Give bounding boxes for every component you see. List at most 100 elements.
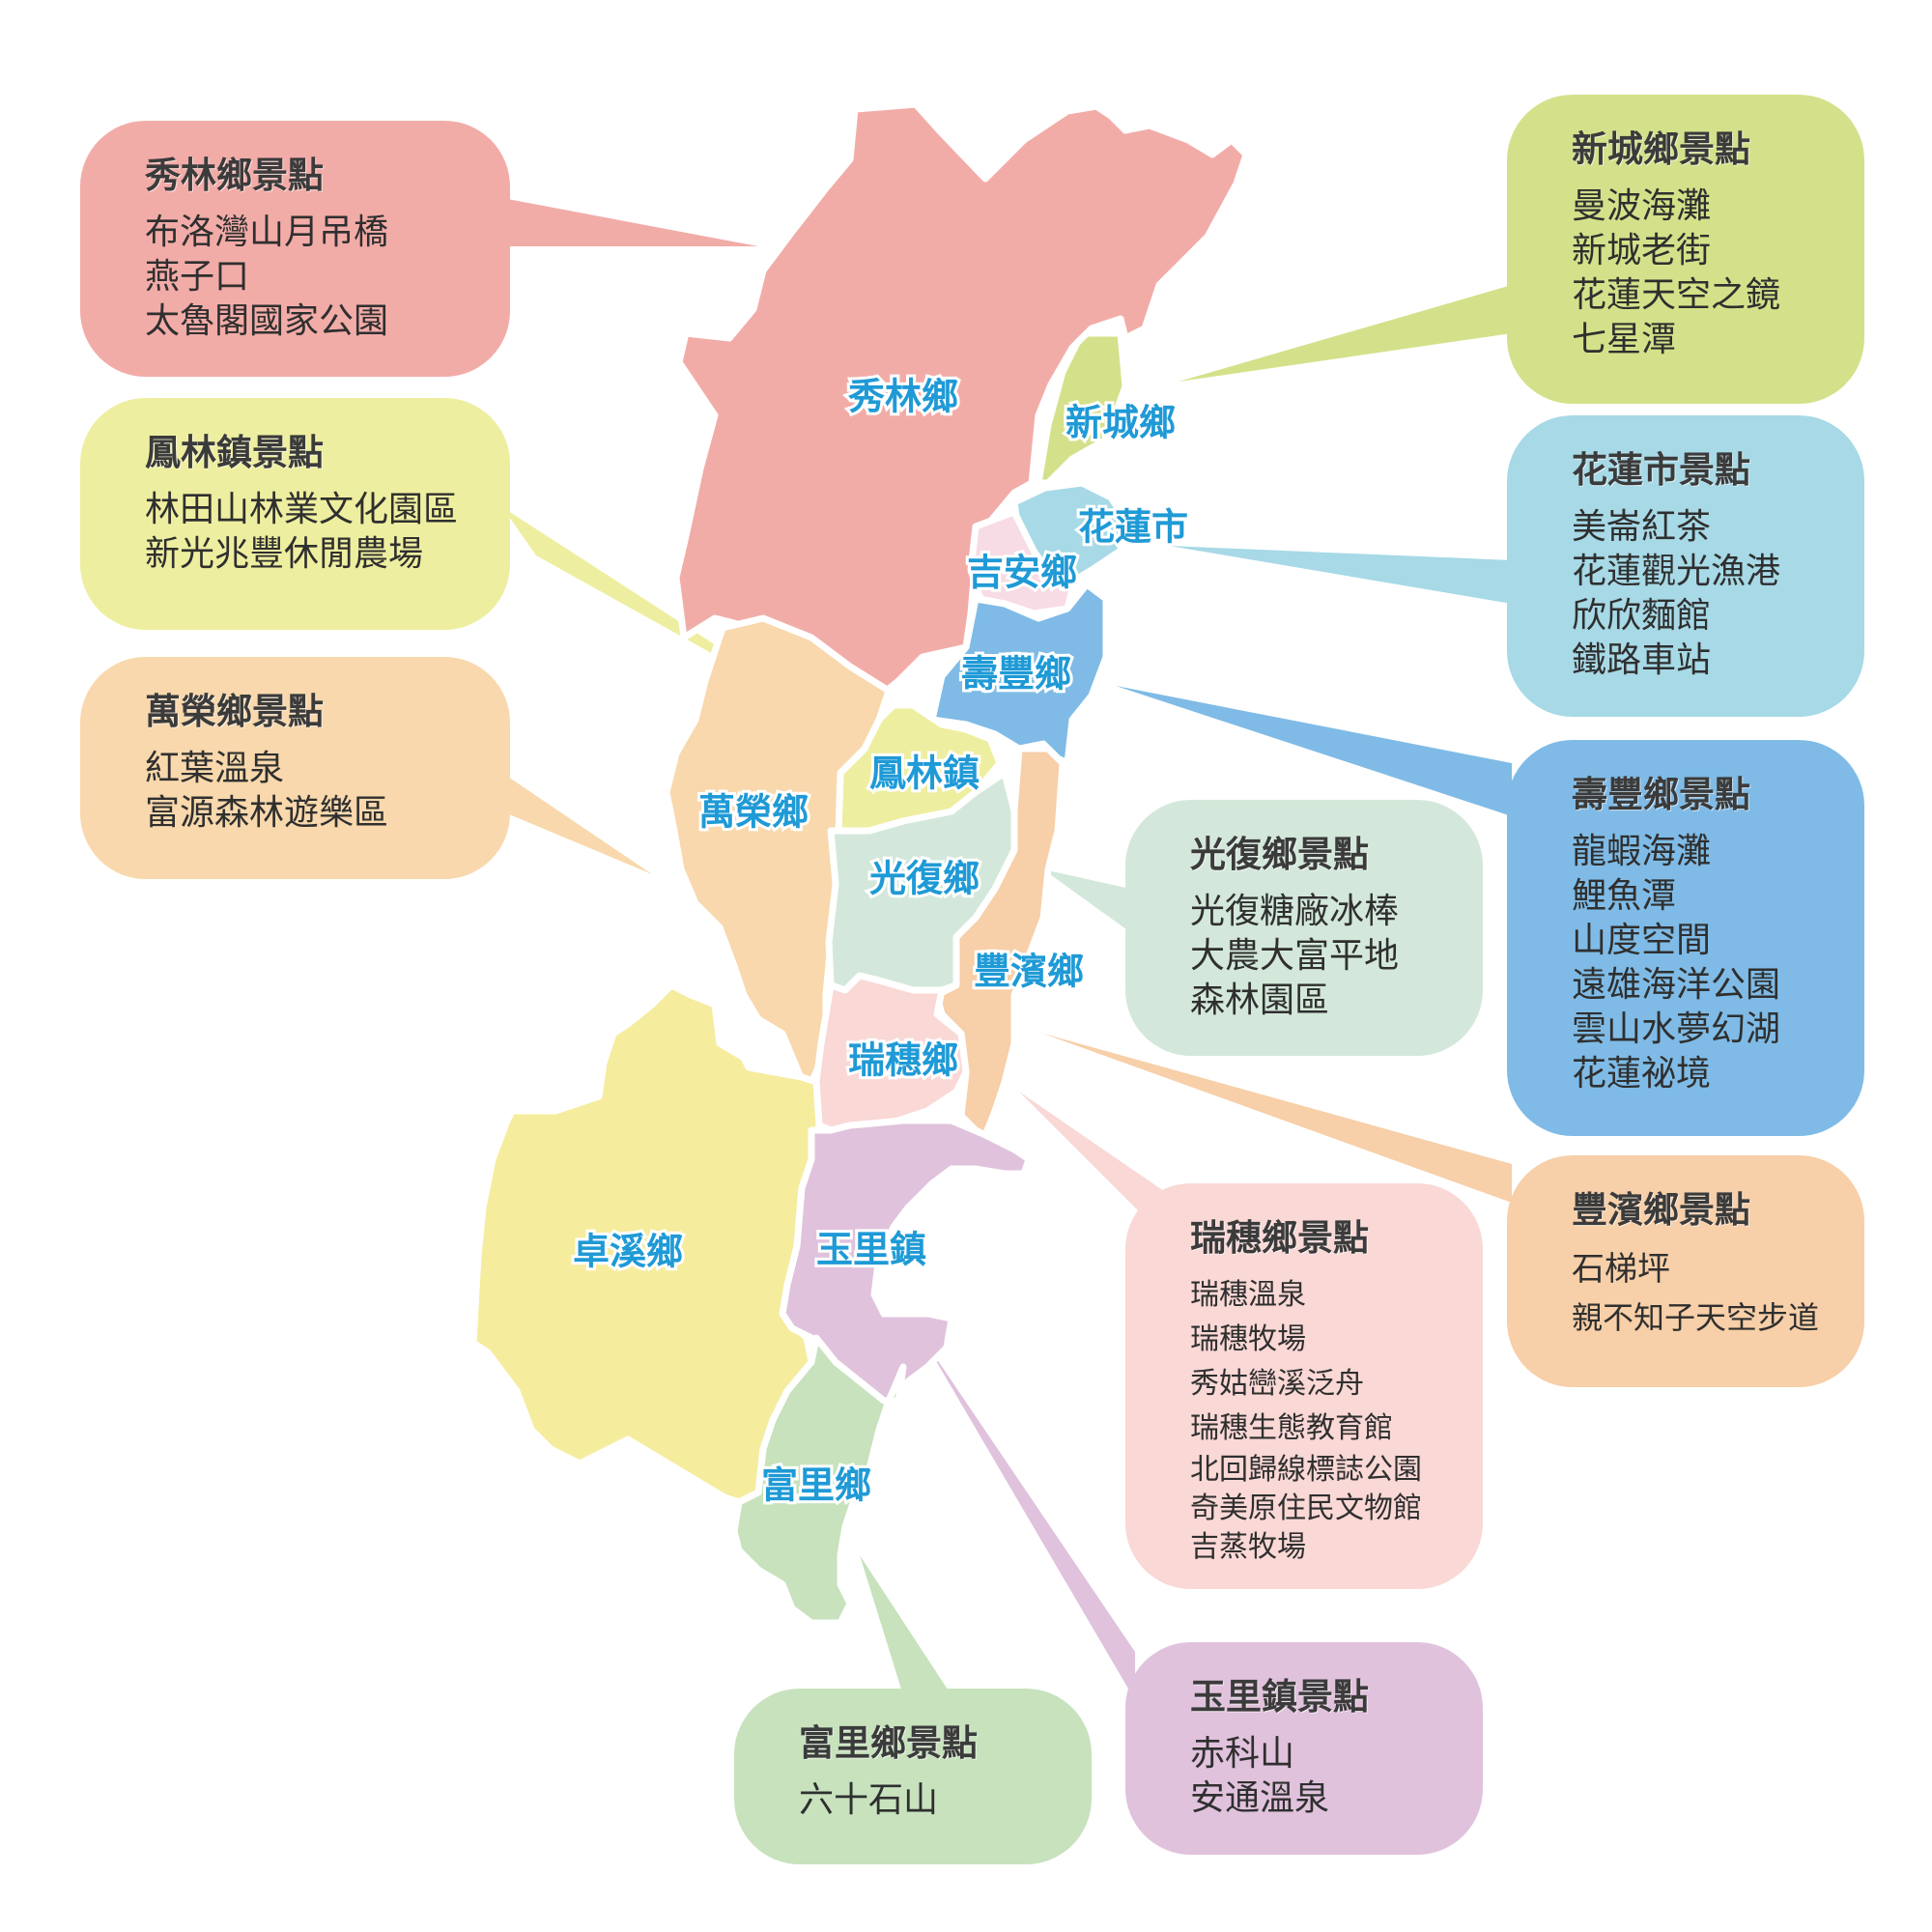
label-fengbin: 豐濱鄉 [974,951,1084,993]
pointer-fengbin [1043,1034,1512,1203]
pointer-guangfu [1043,869,1130,932]
attraction-item: 林田山林業文化園區 [145,490,459,529]
bubble-title: 富里鄉景點 [799,1722,978,1764]
pointer-xincheng [1179,285,1512,382]
bubble-title: 瑞穗鄉景點 [1190,1217,1369,1259]
attraction-item: 鯉魚潭 [1572,876,1677,916]
attraction-item: 太魯閣國家公園 [145,301,389,341]
bubble-fenglin: 鳳林鎮景點 林田山林業文化園區 新光兆豐休閒農場 [80,398,510,630]
bubble-title: 新城鄉景點 [1572,128,1750,170]
region-labels: 秀林鄉 新城鄉 花蓮市 吉安鄉 壽豐鄉 鳳林鎮 萬榮鄉 光復鄉 豐濱鄉 瑞穗鄉 … [570,373,1191,1510]
attraction-item: 石梯坪 [1572,1250,1670,1289]
attraction-list: 石梯坪 親不知子天空步道 [1572,1245,1864,1342]
attraction-item: 新城老街 [1572,231,1712,270]
attraction-list: 紅葉溫泉 富源森林遊樂區 [145,747,510,836]
label-guangfu: 光復鄉 [869,858,980,900]
attraction-item: 花蓮祕境 [1572,1054,1712,1094]
bubble-fuli: 富里鄉景點 六十石山 [734,1689,1092,1864]
attraction-item: 奇美原住民文物館 [1190,1492,1422,1525]
attraction-list: 光復糖廠冰棒 大農大富平地 森林園區 [1190,890,1483,1023]
bubble-shoufeng: 壽豐鄉景點 龍蝦海灘 鯉魚潭 山度空間 遠雄海洋公園 雲山水夢幻湖 花蓮祕境 [1507,740,1864,1136]
region-yuli [779,1117,1033,1405]
pointer-hualien-city [1169,546,1512,604]
attraction-item: 美崙紅茶 [1572,507,1712,547]
attraction-item: 雲山水夢幻湖 [1572,1009,1781,1049]
attraction-item: 安通溫泉 [1190,1778,1330,1818]
attraction-item: 花蓮觀光漁港 [1572,552,1781,591]
attraction-item: 鐵路車站 [1572,640,1712,680]
attraction-item: 吉蒸牧場 [1190,1530,1306,1564]
attraction-item: 燕子口 [145,257,250,297]
attraction-item: 北回歸線標誌公園 [1190,1453,1422,1487]
bubble-ruisui: 瑞穗鄉景點 瑞穗溫泉 瑞穗牧場 秀姑巒溪泛舟 瑞穗生態教育館 北回歸線標誌公園 … [1125,1183,1483,1589]
bubble-yuli: 玉里鎮景點 赤科山 安通溫泉 [1125,1642,1483,1855]
pointer-shoufeng [1116,686,1512,816]
attraction-item: 光復糖廠冰棒 [1190,892,1400,931]
pointer-fuli [860,1555,952,1695]
attraction-item: 遠雄海洋公園 [1572,965,1781,1005]
attraction-item: 花蓮天空之鏡 [1572,275,1781,315]
attraction-list: 美崙紅茶 花蓮觀光漁港 欣欣麵館 鐵路車站 [1572,505,1864,683]
pointer-wanrong [502,773,652,874]
pointer-ruisui [1019,1092,1174,1246]
attraction-item: 曼波海灘 [1572,186,1712,226]
attraction-list: 布洛灣山月吊橋 燕子口 太魯閣國家公園 [145,211,510,344]
pointer-xiulin [502,198,758,246]
bubble-fengbin: 豐濱鄉景點 石梯坪 親不知子天空步道 [1507,1155,1864,1387]
label-hualien-city: 花蓮市 [1078,506,1188,549]
label-zhuoxi: 卓溪鄉 [573,1231,683,1273]
attraction-item: 欣欣麵館 [1572,596,1712,636]
attraction-list: 赤科山 安通溫泉 [1190,1732,1483,1821]
attraction-item: 富源森林遊樂區 [145,793,389,833]
bubble-title: 萬榮鄉景點 [145,691,324,732]
attraction-item: 親不知子天空步道 [1572,1299,1820,1336]
bubble-title: 豐濱鄉景點 [1572,1189,1750,1231]
region-zhuoxi [469,981,823,1506]
label-jian: 吉安鄉 [967,552,1077,594]
attraction-item: 紅葉溫泉 [145,749,285,788]
attraction-item: 瑞穗牧場 [1190,1322,1306,1356]
label-xiulin: 秀林鄉 [847,376,958,418]
attraction-item: 赤科山 [1190,1734,1295,1774]
bubble-guangfu: 光復鄉景點 光復糖廠冰棒 大農大富平地 森林園區 [1125,800,1483,1056]
attraction-item: 山度空間 [1572,921,1712,960]
bubble-hualien-city: 花蓮市景點 美崙紅茶 花蓮觀光漁港 欣欣麵館 鐵路車站 [1507,415,1864,717]
region-xiulin [672,100,1250,704]
attraction-item: 秀姑巒溪泛舟 [1190,1367,1364,1401]
bubble-xincheng: 新城鄉景點 曼波海灘 新城老街 花蓮天空之鏡 七星潭 [1507,95,1864,404]
label-fenglin: 鳳林鎮 [869,753,980,795]
pointer-yuli [923,1338,1135,1700]
attraction-item: 六十石山 [799,1780,939,1820]
label-shoufeng: 壽豐鄉 [961,653,1071,696]
attraction-list: 曼波海灘 新城老街 花蓮天空之鏡 七星潭 [1572,185,1864,362]
attraction-item: 龍蝦海灘 [1572,832,1712,871]
label-wanrong: 萬榮鄉 [698,791,809,834]
bubble-title: 玉里鎮景點 [1190,1676,1369,1718]
label-fuli: 富里鄉 [761,1464,871,1507]
bubble-xiulin: 秀林鄉景點 布洛灣山月吊橋 燕子口 太魯閣國家公園 [80,121,510,377]
attraction-item: 瑞穗溫泉 [1190,1278,1306,1312]
bubble-title: 光復鄉景點 [1190,834,1369,875]
attraction-item: 七星潭 [1572,320,1677,359]
bubble-title: 鳳林鎮景點 [145,432,324,473]
attraction-list: 林田山林業文化園區 新光兆豐休閒農場 [145,488,510,577]
label-yuli: 玉里鎮 [816,1229,926,1271]
attraction-item: 新光兆豐休閒農場 [145,534,424,574]
attraction-list: 龍蝦海灘 鯉魚潭 山度空間 遠雄海洋公園 雲山水夢幻湖 花蓮祕境 [1572,830,1864,1096]
attraction-item: 布洛灣山月吊橋 [145,213,389,252]
attraction-list: 六十石山 [799,1778,1092,1823]
bubble-wanrong: 萬榮鄉景點 紅葉溫泉 富源森林遊樂區 [80,657,510,879]
region-xincheng [1035,329,1129,487]
attraction-item: 大農大富平地 [1190,936,1400,976]
attraction-item: 瑞穗生態教育館 [1190,1411,1393,1445]
attraction-item: 森林園區 [1190,980,1330,1020]
label-ruisui: 瑞穗鄉 [848,1039,958,1082]
bubble-title: 花蓮市景點 [1572,449,1750,491]
bubble-title: 秀林鄉景點 [145,155,324,196]
label-xincheng: 新城鄉 [1065,402,1176,444]
regions [469,100,1250,1627]
region-fuli [730,1334,907,1627]
bubble-title: 壽豐鄉景點 [1572,774,1750,815]
attraction-list: 瑞穗溫泉 瑞穗牧場 秀姑巒溪泛舟 瑞穗生態教育館 北回歸線標誌公園 奇美原住民文… [1190,1273,1483,1567]
